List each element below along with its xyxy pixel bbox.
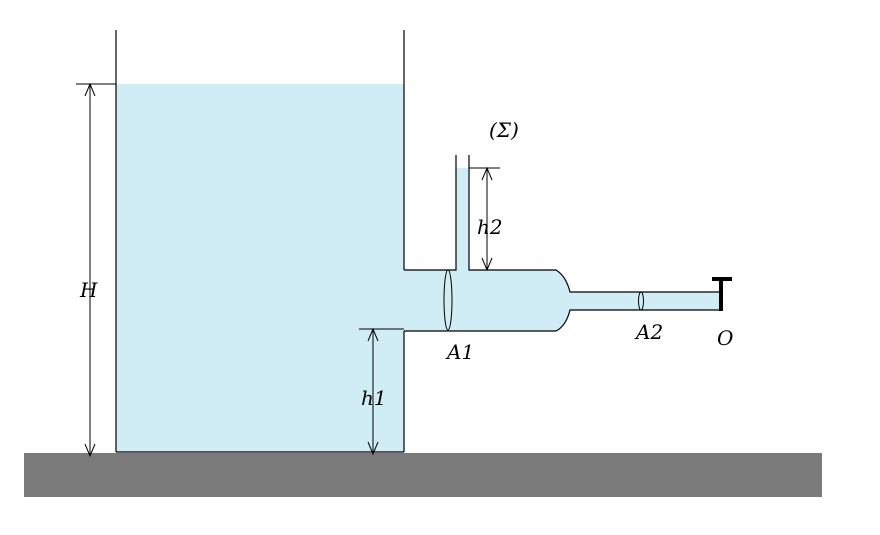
label-h2: h2 (477, 215, 503, 239)
label-A2: A2 (634, 320, 663, 344)
dim-H-arrow-bottom (84, 443, 96, 458)
ground (24, 453, 822, 497)
section-A1 (443, 269, 453, 331)
label-sigma: (Σ) (489, 118, 519, 142)
label-h1: h1 (361, 386, 387, 410)
dim-H-arrow-top (84, 82, 96, 97)
label-A1: A1 (445, 340, 474, 364)
dim-h2-arrow-top (481, 166, 493, 181)
pipe-wide-bottom (404, 309, 720, 332)
valve-O (712, 277, 732, 311)
water-body (116, 84, 720, 452)
section-A2 (638, 291, 644, 311)
dim-h2-arrow-bottom (481, 257, 493, 272)
dim-h1-arrow-top (367, 327, 379, 342)
dim-h1-arrow-bottom (367, 441, 379, 456)
pipe-wide-top (404, 155, 720, 293)
label-H: H (79, 278, 98, 302)
label-O: O (717, 326, 733, 350)
